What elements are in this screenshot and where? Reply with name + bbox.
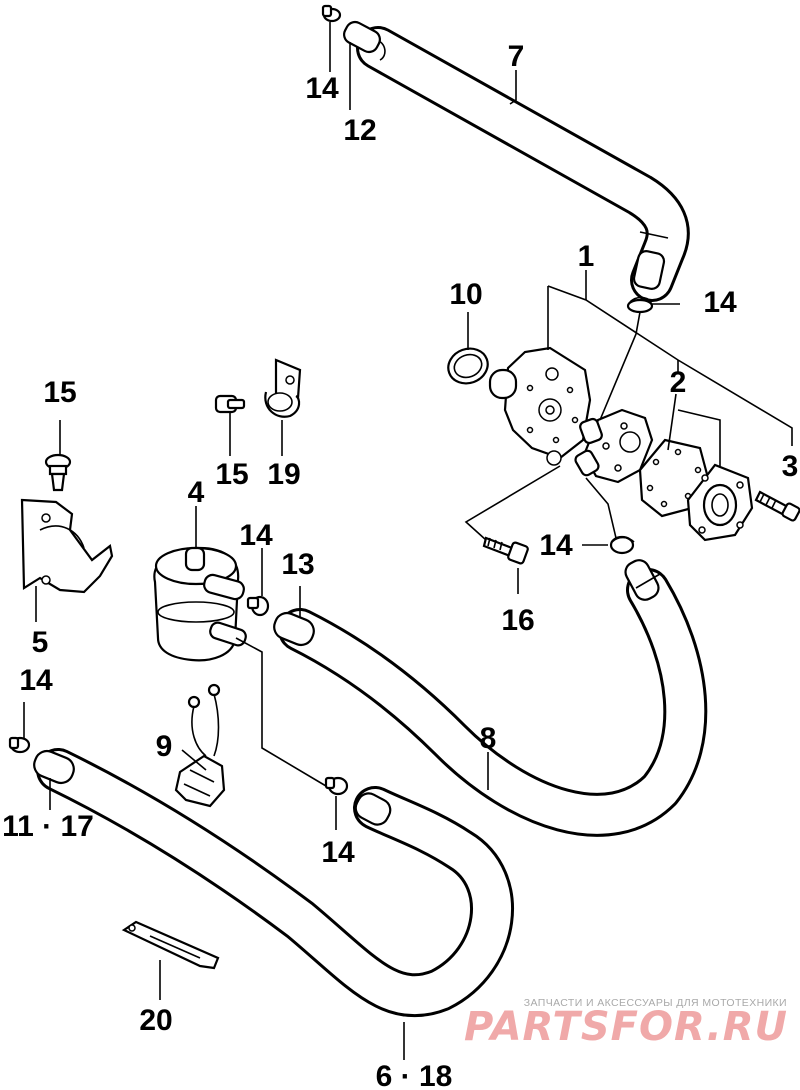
- fuel-pump-1: [488, 346, 654, 484]
- label-14-pump-bottom: 14: [539, 529, 573, 562]
- hose-6-18: [33, 748, 514, 1018]
- screw-3: [754, 490, 800, 522]
- label-15-middle: 15: [215, 458, 248, 491]
- label-19: 19: [267, 458, 300, 491]
- label-15-left: 15: [43, 376, 76, 409]
- watermark-logo: PARTSFOR.RU: [464, 1004, 788, 1050]
- hose-clamp-14-top: [321, 4, 342, 23]
- bolt-15-left: [44, 453, 72, 492]
- bracket-5: [20, 498, 114, 594]
- label-7: 7: [508, 40, 525, 73]
- label-14-lower: 14: [321, 836, 355, 869]
- label-13: 13: [281, 548, 314, 581]
- label-20: 20: [139, 1004, 172, 1037]
- label-6-18: 6 · 18: [376, 1060, 453, 1090]
- clip-19: [264, 358, 302, 418]
- leader-lines: [23, 22, 793, 1060]
- pump-cover: [686, 463, 754, 542]
- hose-clamp-14-pump-top: [626, 296, 654, 314]
- fuel-filter-4: [153, 546, 247, 662]
- hose-clamp-14-left: [8, 736, 31, 754]
- label-4: 4: [188, 476, 205, 509]
- label-1: 1: [578, 240, 595, 273]
- clip-9: [174, 683, 226, 808]
- bolt-16: [482, 536, 529, 565]
- hose-8: [273, 559, 708, 837]
- o-ring-10: [447, 347, 489, 385]
- hose-clamp-14-lower: [324, 776, 349, 796]
- label-10: 10: [449, 278, 482, 311]
- label-2: 2: [670, 366, 687, 399]
- part-number-labels: 7 14 12 1 10 14 2 3 14 16 15 15 19 4 14 …: [2, 40, 798, 1090]
- watermark-caption: ЗАПЧАСТИ И АКСЕССУАРЫ ДЛЯ МОТОТЕХНИКИ: [524, 997, 787, 1009]
- hose-7: [343, 20, 690, 302]
- label-16: 16: [501, 604, 534, 637]
- label-8: 8: [480, 722, 497, 755]
- label-3: 3: [782, 450, 799, 483]
- label-14-top: 14: [305, 72, 339, 105]
- label-14-left: 14: [19, 664, 53, 697]
- label-11-17: 11 · 17: [2, 810, 94, 843]
- label-9: 9: [156, 730, 173, 763]
- strap-20: [121, 920, 220, 970]
- watermark: ЗАПЧАСТИ И АКСЕССУАРЫ ДЛЯ МОТОТЕХНИКИ PA…: [464, 997, 788, 1050]
- label-14-pump-top: 14: [703, 286, 737, 319]
- hose-clamp-14-pump-bottom: [609, 535, 635, 555]
- label-14-filter: 14: [239, 519, 273, 552]
- label-5: 5: [32, 626, 49, 659]
- hose-clamp-14-filter: [246, 595, 270, 617]
- label-12: 12: [343, 114, 376, 147]
- bolt-15-middle: [214, 394, 246, 414]
